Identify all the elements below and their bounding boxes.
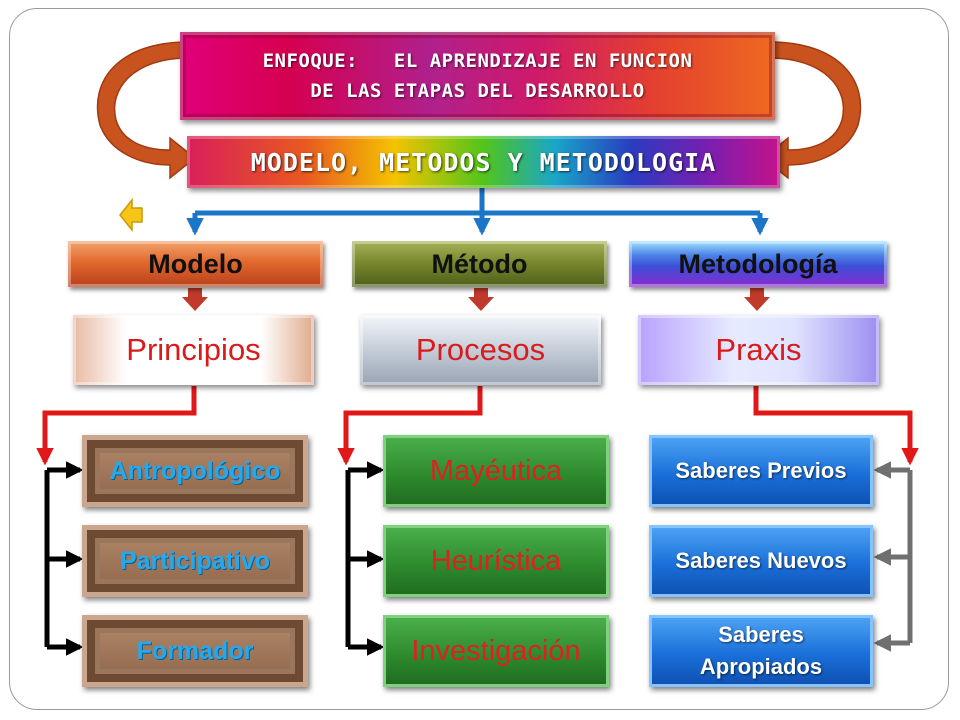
category-procesos-label: Procesos [415,332,546,367]
heading-metodologia: Metodología [629,241,887,287]
heading-modelo-label: Modelo [148,248,243,279]
leaf-participativo: Participativo [82,525,308,597]
leaf-label: Heurística [430,544,562,577]
leaf-antropologico: Antropológico [82,435,308,507]
leaf-label: Participativo [119,546,271,575]
leaf-label: Antropológico [109,456,281,485]
category-principios: Principios [73,315,314,385]
leaf-label: Saberes Nuevos [675,548,847,573]
leaf-saberes-apropiados: Saberes Apropiados [649,615,873,687]
category-procesos: Procesos [360,315,601,385]
heading-metodo-label: Método [431,248,528,279]
arrow-left-icon[interactable] [118,197,144,233]
main-title-banner: MODELO, METODOS Y METODOLOGIA [187,136,780,188]
leaf-label: Saberes Previos [675,458,847,483]
heading-to-category-arrows [182,288,770,311]
title-banner: ENFOQUE: EL APRENDIZAJE EN FUNCION DE LA… [180,32,775,120]
leaf-label: Investigación [411,634,581,667]
heading-metodo: Método [352,241,607,287]
slide-frame [9,8,949,710]
red-connectors [36,386,919,466]
gray-bracket [873,461,913,652]
curved-arrow-icon-left [96,41,197,180]
leaf-saberes-nuevos: Saberes Nuevos [649,525,873,597]
heading-metodologia-label: Metodología [678,248,838,279]
black-brackets [44,461,385,656]
category-principios-label: Principios [126,332,261,367]
leaf-mayeutica: Mayéutica [383,435,609,507]
leaf-label: Formador [136,636,254,665]
heading-modelo: Modelo [68,241,323,287]
leaf-formador: Formador [82,615,308,687]
title-line-1: ENFOQUE: EL APRENDIZAJE EN FUNCION [262,50,693,72]
leaf-saberes-previos: Saberes Previos [649,435,873,507]
category-praxis: Praxis [638,315,879,385]
leaf-investigacion: Investigación [383,615,609,687]
title-line-2: DE LAS ETAPAS DEL DESARROLLO [310,80,645,102]
leaf-heuristica: Heurística [383,525,609,597]
leaf-label: Saberes Apropiados [699,622,823,679]
main-title: MODELO, METODOS Y METODOLOGIA [250,147,717,177]
category-praxis-label: Praxis [715,332,802,367]
blue-connectors [186,188,769,236]
leaf-label: Mayéutica [429,454,563,487]
